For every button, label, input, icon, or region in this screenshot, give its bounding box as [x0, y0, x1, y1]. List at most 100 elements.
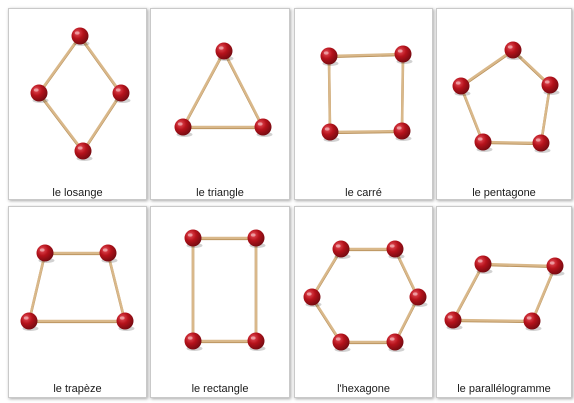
ball-highlight [119, 316, 125, 320]
clay-ball [254, 118, 272, 136]
matchstick [393, 247, 420, 299]
clay-ball [20, 312, 38, 330]
clay-ball [546, 257, 564, 275]
matchstick [400, 52, 405, 133]
clay-ball [116, 312, 134, 330]
ball-highlight [535, 138, 541, 142]
ball-highlight [544, 80, 550, 84]
clay-ball [504, 41, 522, 59]
card-parallelogramme: le parallélogramme [436, 206, 572, 398]
matchstick [451, 262, 485, 322]
card-hexagone: l'hexagone [294, 206, 433, 398]
matchstick [328, 129, 404, 134]
ball-highlight [455, 81, 461, 85]
matchstick [539, 83, 552, 145]
ball-highlight [323, 51, 329, 55]
clay-ball [71, 27, 89, 45]
matchstick [451, 318, 534, 323]
shape-carre [320, 45, 413, 142]
clay-ball [247, 332, 265, 350]
ball-highlight [477, 259, 483, 263]
clay-ball [303, 288, 321, 306]
ball-highlight [218, 46, 224, 50]
ball-highlight [335, 244, 341, 248]
ball-highlight [177, 122, 183, 126]
clay-ball [247, 229, 265, 247]
card-triangle: le triangle [150, 8, 290, 200]
clay-ball [409, 288, 427, 306]
ball-highlight [396, 126, 402, 130]
clay-ball [184, 229, 202, 247]
ball-highlight [549, 261, 555, 265]
ball-highlight [477, 137, 483, 141]
clay-ball [474, 255, 492, 273]
clay-ball [215, 42, 233, 60]
clay-ball [474, 133, 492, 151]
shape-pentagone [452, 41, 560, 153]
clay-ball [332, 240, 350, 258]
ball-highlight [389, 244, 395, 248]
clay-ball [532, 134, 550, 152]
card-label: l'hexagone [337, 383, 390, 395]
card-label: le trapèze [53, 383, 102, 395]
ball-highlight [102, 248, 108, 252]
clay-ball [393, 122, 411, 140]
matchstick [310, 247, 343, 299]
card-label: le triangle [196, 187, 244, 199]
matchstick [327, 54, 332, 134]
ball-highlight [187, 233, 193, 237]
ball-highlight [389, 337, 395, 341]
matchstick [181, 49, 226, 129]
ball-highlight [335, 337, 341, 341]
clay-ball [386, 333, 404, 351]
clay-ball [394, 45, 412, 63]
ball-highlight [306, 292, 312, 296]
card-trapeze: le trapèze [8, 206, 147, 398]
clay-ball [74, 142, 92, 160]
ball-highlight [257, 122, 263, 126]
clay-ball [99, 244, 117, 262]
matchstick [222, 49, 265, 129]
card-label: le pentagone [472, 187, 536, 199]
card-carre: le carré [294, 8, 433, 200]
clay-ball [332, 333, 350, 351]
matchstick [481, 262, 557, 268]
ball-highlight [39, 248, 45, 252]
clay-ball [541, 76, 559, 94]
clay-ball [184, 332, 202, 350]
ball-highlight [74, 31, 80, 35]
shape-losange [30, 27, 131, 161]
shape-parallelogramme [444, 255, 565, 331]
ball-highlight [187, 336, 193, 340]
card-label: le parallélogramme [457, 383, 551, 395]
clay-ball [386, 240, 404, 258]
ball-highlight [324, 127, 330, 131]
matchstick [81, 91, 123, 153]
shape-trapeze [20, 244, 135, 331]
ball-highlight [33, 88, 39, 92]
matchstick [37, 91, 85, 153]
card-label: le losange [52, 187, 103, 199]
matchstick [78, 34, 123, 95]
ball-highlight [412, 292, 418, 296]
card-pentagone: le pentagone [436, 8, 572, 200]
matchstick [459, 48, 515, 88]
ball-highlight [250, 336, 256, 340]
card-rectangle: le rectangle [150, 206, 290, 398]
ball-highlight [250, 233, 256, 237]
matchstick [327, 52, 405, 58]
matchstick [481, 140, 543, 145]
card-losange: le losange [8, 8, 147, 200]
matchstick [459, 84, 485, 144]
clay-ball [320, 47, 338, 65]
clay-ball [452, 77, 470, 95]
card-label: le rectangle [191, 383, 249, 395]
ball-highlight [507, 45, 513, 49]
matchstick [106, 251, 127, 323]
ball-highlight [115, 88, 121, 92]
ball-highlight [447, 315, 453, 319]
matchstick [310, 295, 343, 344]
matchstick [37, 34, 82, 95]
clay-ball [321, 123, 339, 141]
